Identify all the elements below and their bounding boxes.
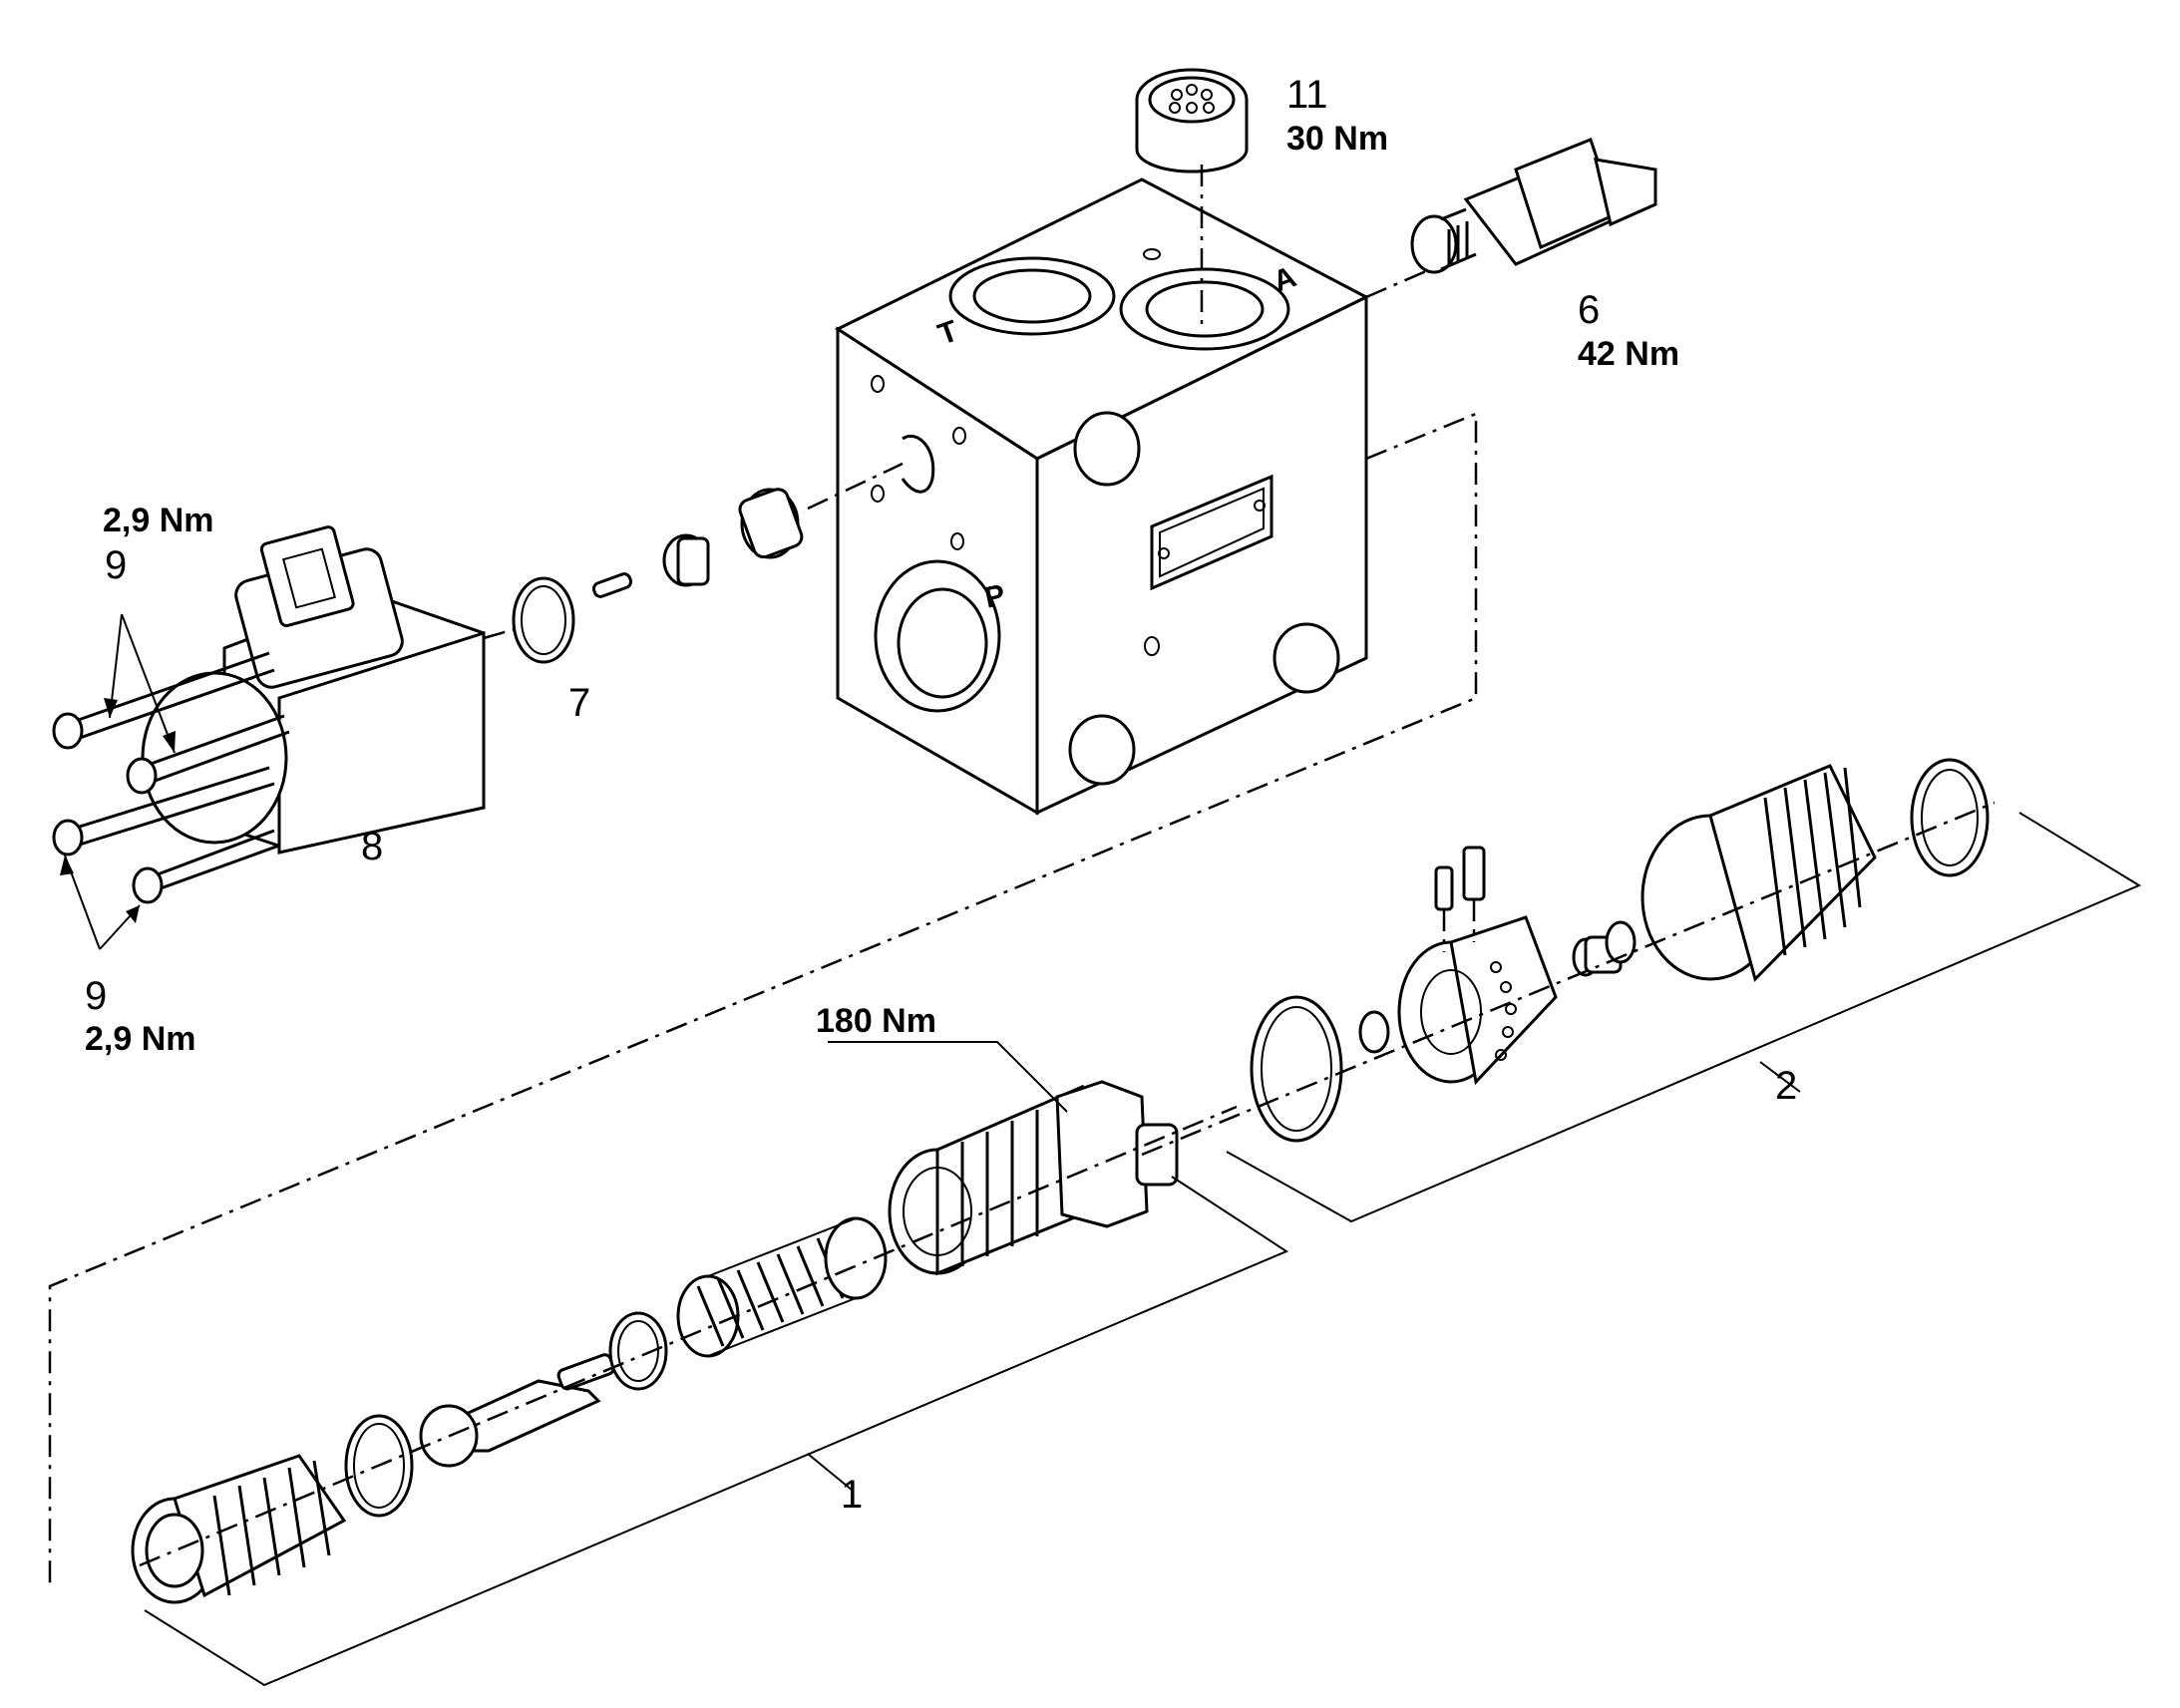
callout-9-bottom: 9	[85, 974, 107, 1018]
callout-6: 6	[1578, 288, 1600, 332]
callout-1: 1	[841, 1473, 863, 1517]
torque-1: 180 Nm	[816, 1002, 936, 1040]
hand-knob-assembly-2	[1141, 758, 2142, 1223]
socket-screws-9	[52, 613, 290, 950]
callout-7: 7	[568, 681, 590, 725]
labels: 11 30 Nm 6 42 Nm 2,9 Nm 9 7 8 9 2,9 Nm 1…	[85, 73, 1797, 1517]
spool-cartridge-1	[131, 1041, 1289, 1687]
relief-valve-6	[1365, 138, 1657, 299]
torque-6: 42 Nm	[1578, 335, 1679, 373]
callout-9-top: 9	[105, 543, 127, 587]
callout-8: 8	[361, 825, 383, 868]
solenoid-coil-8	[141, 525, 520, 854]
torque-9-top: 2,9 Nm	[103, 502, 214, 539]
callout-11: 11	[1286, 73, 1328, 117]
valve-block	[834, 177, 1370, 816]
seal-kit-7	[512, 462, 904, 664]
torque-9-bottom: 2,9 Nm	[85, 1020, 196, 1058]
callout-2: 2	[1775, 1064, 1797, 1108]
plug-11	[1135, 68, 1249, 329]
torque-11: 30 Nm	[1286, 120, 1388, 158]
